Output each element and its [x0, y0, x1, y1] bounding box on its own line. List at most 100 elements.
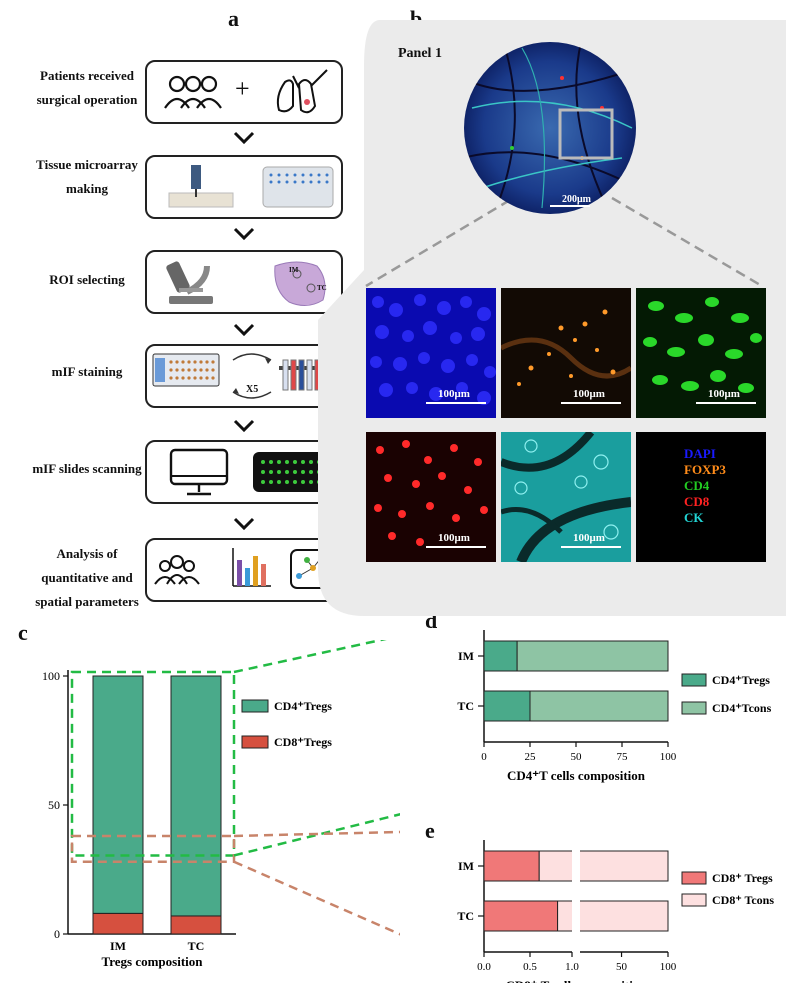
panel-letter-c: c [18, 620, 28, 645]
step-label-scanning: mIF slides scanning [32, 461, 142, 476]
dapi-tile: 100μm [366, 288, 496, 418]
scale-bar [426, 546, 486, 548]
bar-segment [529, 690, 669, 722]
chevron-down-icon [232, 130, 256, 146]
scale-bar [426, 402, 486, 404]
x-tick-label: 0.5 [523, 961, 537, 973]
patients-icon [164, 75, 222, 109]
chevron-down-icon [232, 418, 256, 434]
cd4-connector [233, 813, 400, 857]
ck-tile: 100μm [501, 432, 631, 562]
x-axis-label: Tregs composition [102, 954, 204, 969]
y-tick-label: TC [457, 909, 474, 923]
channel-legend-item: FOXP3 [684, 462, 726, 477]
zoom-guides [365, 196, 763, 288]
axis-break-gap [572, 840, 580, 956]
tile-scale-label: 100μm [438, 532, 470, 544]
cd4-connector [233, 640, 387, 674]
cd8-tile: 100μm [366, 432, 496, 562]
staining-cycle-icon [152, 353, 335, 399]
x-tick-label: 50 [616, 961, 628, 973]
monitor-icon [169, 448, 329, 496]
step-box-scanning [145, 440, 343, 504]
legend-swatch [681, 673, 707, 687]
bar-segment [483, 850, 540, 882]
legend-label: CD8⁺ Tcons [712, 893, 774, 907]
bar-segment [516, 640, 669, 672]
bar-segment [92, 912, 144, 935]
step-box-tma [145, 155, 343, 219]
tile-scale-label: 100μm [573, 388, 605, 400]
legend-label: CD4⁺Tcons [712, 701, 772, 715]
step-box-roi: IM TC [145, 250, 343, 314]
core-scale-label: 200μm [562, 194, 591, 205]
legend-swatch [681, 701, 707, 715]
legend-swatch [241, 735, 269, 749]
step-box-surgery: + [145, 60, 343, 124]
tile-scale-label: 100μm [573, 532, 605, 544]
scale-bar [561, 402, 621, 404]
step-label-staining: mIF staining [51, 364, 123, 379]
chevron-down-icon [232, 516, 256, 532]
scale-bar [696, 402, 756, 404]
legend-label: CD4⁺Tregs [274, 699, 332, 713]
bar-segment [483, 640, 518, 672]
bar-segment [483, 690, 531, 722]
legend-label: CD8⁺Tregs [274, 735, 332, 749]
cd4-highlight-box [70, 670, 236, 857]
y-tick-label: 50 [48, 798, 60, 812]
y-tick-label: 0 [54, 927, 60, 941]
x-tick-label: 1.0 [565, 961, 579, 973]
bar-chart-icon [232, 548, 271, 587]
panel-letter-e: e [425, 818, 435, 843]
microarray-device-icon [168, 165, 334, 208]
step-box-analysis [145, 538, 343, 602]
tile-scale-label: 100μm [438, 388, 470, 400]
y-tick-label: TC [457, 699, 474, 713]
x-tick-label: IM [110, 939, 126, 953]
tissue-section-icon [274, 261, 326, 306]
tissue-core-image [464, 42, 636, 214]
cd8-highlight-box [70, 834, 236, 864]
y-tick-label: 100 [42, 669, 60, 683]
step-label-analysis: Analysis of quantitative and spatial par… [35, 546, 139, 609]
y-tick-label: IM [458, 649, 474, 663]
cd4-tile: 100μm [636, 288, 766, 418]
plus-sign: + [235, 74, 250, 103]
chevron-down-icon [232, 226, 256, 242]
x-tick-label: 25 [525, 751, 537, 763]
channel-legend-item: CD8 [684, 494, 710, 509]
x-tick-label: 0 [481, 751, 487, 763]
analysis-icons [154, 548, 330, 589]
x-tick-label: 0.0 [477, 961, 491, 973]
foxp3-tile: 100μm [501, 288, 631, 418]
roi-tc-label: TC [317, 284, 327, 292]
bar-segment [483, 900, 559, 932]
x-tick-label: TC [188, 939, 205, 953]
legend-swatch [681, 893, 707, 907]
x-axis-label: CD8⁺ T cells composition [505, 978, 647, 983]
tile-scale-label: 100μm [708, 388, 740, 400]
x-tick-label: 50 [571, 751, 583, 763]
x-axis-label: CD4⁺T cells composition [507, 768, 646, 783]
channel-legend-item: CK [684, 510, 704, 525]
lung-scalpel-icon [276, 69, 328, 114]
channel-legend-item: CD4 [684, 478, 710, 493]
panel-letter-a: a [228, 6, 239, 31]
cd8-connector [233, 860, 400, 936]
group-people-icon [154, 555, 200, 585]
bar-segment [92, 675, 144, 914]
legend-label: CD4⁺Tregs [712, 673, 770, 687]
cd8-connector [233, 830, 400, 838]
step-label-tma: Tissue microarray making [36, 157, 138, 196]
y-tick-label: IM [458, 859, 474, 873]
x-tick-label: 100 [660, 961, 677, 973]
x-tick-label: 100 [660, 751, 677, 763]
channel-legend-item: DAPI [684, 446, 716, 461]
legend-swatch [681, 871, 707, 885]
panel-title: Panel 1 [398, 46, 442, 61]
chevron-down-icon [232, 322, 256, 338]
x-tick-label: 75 [617, 751, 629, 763]
